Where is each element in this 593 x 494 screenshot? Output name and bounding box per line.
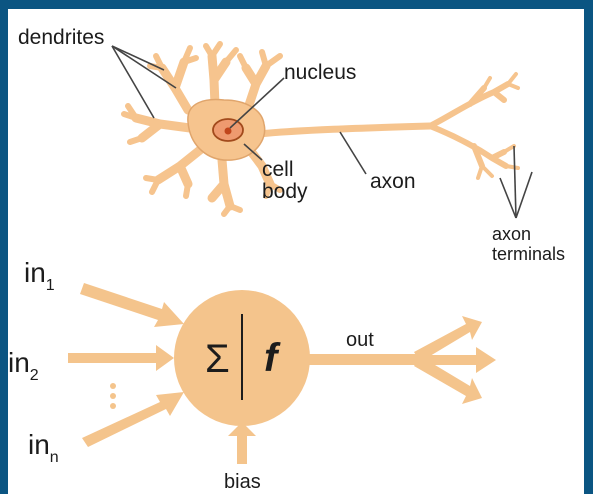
cell-body-label-line1: cell: [262, 158, 294, 181]
output-label: out: [346, 329, 374, 351]
cell-body-label-line2: body: [262, 180, 308, 203]
dendrites-label: dendrites: [18, 26, 104, 49]
output-arrows: [306, 316, 496, 404]
axon-terminal-branches: [430, 74, 518, 178]
output-shaft: [306, 354, 420, 365]
ellipsis-dot-1: [110, 383, 116, 389]
ellipsis-dot-2: [110, 393, 116, 399]
axon-terminals-label-line1: axon: [492, 224, 531, 244]
input-label-1-sub: 1: [46, 277, 55, 294]
biological-neuron: dendrites nucleus cell body axon axon te…: [18, 26, 565, 264]
input-label-2-sub: 2: [30, 367, 39, 384]
input-label-2: in2: [8, 347, 39, 384]
sum-symbol: Σ: [205, 337, 230, 381]
input-label-2-base: in: [8, 347, 30, 378]
bias-arrow: [228, 422, 256, 464]
terminals-leader-2: [500, 178, 516, 218]
input-label-n-base: in: [28, 429, 50, 460]
nucleus-label: nucleus: [284, 61, 356, 84]
axon-terminals-label-line2: terminals: [492, 244, 565, 264]
artificial-neuron: Σ f in1 in2 inn out bias: [8, 257, 496, 493]
nucleolus-shape: [225, 128, 232, 135]
input-arrow-1: [80, 283, 184, 327]
input-arrow-2: [68, 345, 174, 371]
terminals-leader-3: [516, 172, 532, 218]
terminals-leader-1: [514, 146, 516, 218]
ellipsis-dot-3: [110, 403, 116, 409]
input-arrow-3: [82, 392, 184, 447]
axon-label: axon: [370, 170, 416, 193]
dendrites-leader-2: [112, 46, 154, 118]
ellipsis-dots: [110, 383, 116, 409]
input-label-1-base: in: [24, 257, 46, 288]
input-label-n: inn: [28, 429, 59, 466]
bias-label: bias: [224, 471, 261, 493]
axon-leader: [340, 132, 366, 174]
input-label-1: in1: [24, 257, 55, 294]
axon-shaft: [258, 126, 430, 134]
input-label-n-sub: n: [50, 449, 59, 466]
